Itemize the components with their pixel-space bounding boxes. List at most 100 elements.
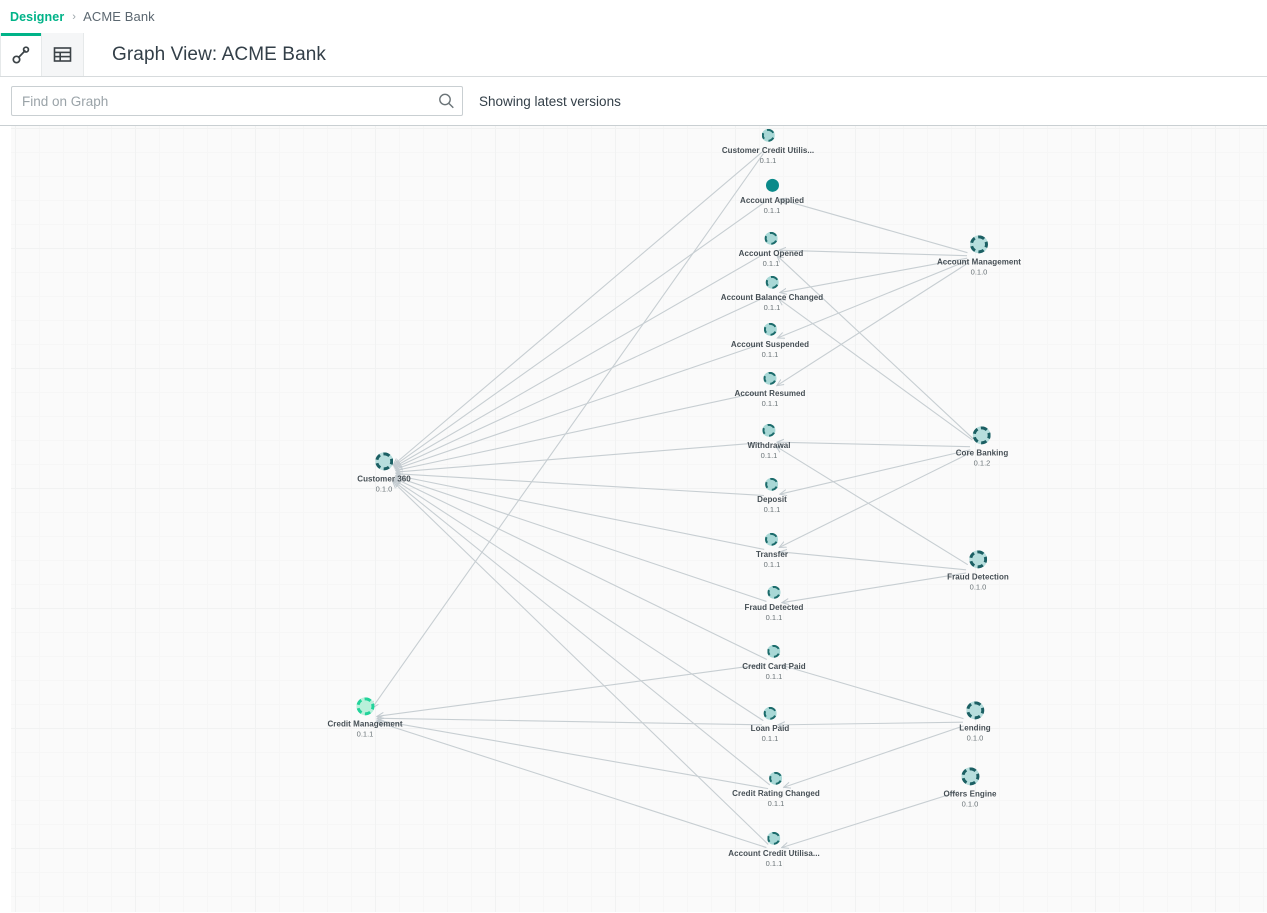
graph-edge [372,153,764,709]
node-version: 0.1.2 [973,458,991,468]
node-dot-icon [764,231,778,245]
node-dot-icon [761,128,775,142]
node-version: 0.1.1 [760,450,778,460]
graph-edge [395,343,763,470]
breadcrumb: Designer › ACME Bank [0,0,1267,33]
node-label: Lending [959,723,991,733]
node-dot-icon [970,235,988,254]
node-dot-icon [763,706,777,720]
node-dot-icon [356,697,374,716]
graph-edge [396,442,762,472]
search-field-wrapper [11,86,463,116]
graph-edge [393,151,763,465]
node-label: Customer 360 [357,474,411,484]
table-icon [53,45,72,64]
node-label: Account Applied [739,195,805,205]
node-dot-icon [763,371,777,385]
node-dot-icon [763,322,777,336]
graph-edge [777,442,971,448]
node-label: Offers Engine [943,789,997,799]
node-version: 0.1.1 [761,349,779,359]
node-version: 0.1.1 [763,559,781,569]
graph-edge [394,201,766,466]
graph-edge [396,475,765,550]
graph-edge [395,296,765,468]
graph-edge [396,391,763,471]
tab-graph-view[interactable] [0,33,42,76]
graph-edge [782,572,967,603]
graph-edge [395,477,767,602]
graph-edge [377,720,769,790]
node-label: Core Banking [955,448,1009,458]
node-dot-icon [960,767,979,786]
graph-edge [778,299,973,441]
tab-table-view[interactable] [42,33,84,76]
node-dot-icon [374,452,393,471]
search-row: Showing latest versions [0,77,1267,126]
node-dot-icon [765,477,779,491]
node-dot-icon [762,423,776,437]
node-dot-icon [769,771,783,785]
graph-edge [377,663,767,716]
node-version: 0.1.1 [759,155,777,165]
node-label: Account Resumed [734,388,806,398]
node-dot-icon [767,831,781,845]
node-label: Credit Rating Changed [732,788,820,798]
node-version: 0.1.1 [765,671,783,681]
node-dot-icon [765,275,779,289]
node-version: 0.1.1 [761,733,779,743]
graph-edge [394,253,765,467]
node-version: 0.1.1 [762,258,780,268]
breadcrumb-separator-icon: › [72,10,77,23]
showing-versions-label: Showing latest versions [479,93,621,109]
graph-edge [393,481,771,786]
node-dot-icon [765,178,779,192]
page-title: Graph View: ACME Bank [112,43,327,65]
graph-edge [393,481,769,845]
node-version: 0.1.1 [767,798,785,808]
node-dot-icon [966,701,984,720]
graph-node-acctcreditutil[interactable]: Account Credit Utilisa...0.1.1 [728,831,820,868]
graph-node-custcreditutil[interactable]: Customer Credit Utilis...0.1.1 [721,128,815,165]
node-label: Account Balance Changed [720,292,824,302]
graph-edge [780,449,971,494]
node-dot-icon [969,550,987,569]
node-version: 0.1.1 [356,729,374,739]
search-input[interactable] [11,86,463,116]
node-version: 0.1.1 [765,612,783,622]
node-version: 0.1.0 [375,484,393,494]
node-dot-icon [767,585,781,599]
breadcrumb-link-designer[interactable]: Designer [10,9,65,24]
node-dot-icon [972,426,991,445]
search-icon[interactable] [438,93,455,110]
node-version: 0.1.1 [763,205,781,215]
node-label: Customer Credit Utilis... [721,145,815,155]
node-label: Account Suspended [730,339,810,349]
graph-node-icon [11,45,31,65]
breadcrumb-current: ACME Bank [83,9,155,24]
node-label: Deposit [757,494,787,504]
graph-edges [11,151,974,912]
node-dot-icon [765,532,779,546]
